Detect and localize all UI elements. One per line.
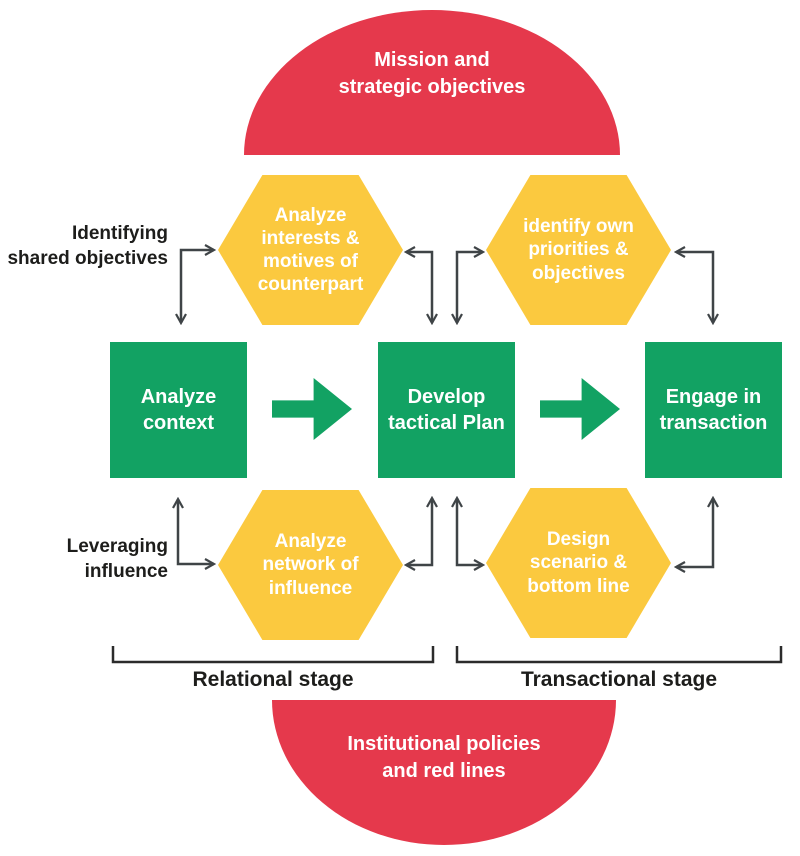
flow-arrow-context-to-plan [272, 378, 352, 440]
connector-hex4-to-plan [457, 498, 483, 565]
connector-hex4-to-transaction [676, 498, 713, 567]
box-develop-plan: Develop tactical Plan [378, 342, 515, 478]
relational-stage-bracket [111, 646, 435, 664]
hexagon-analyze-interests-label: Analyze interests & motives of counterpa… [257, 204, 364, 296]
box-engage-transaction-label: Engage in transaction [659, 386, 768, 434]
box-analyze-context: Analyze context [110, 342, 247, 478]
connector-hex1-to-plan [406, 252, 432, 323]
hexagon-design-scenario: Design scenario & bottom line [486, 488, 671, 638]
label-relational-stage: Relational stage [192, 668, 354, 691]
hexagon-identify-priorities: identify own priorities & objectives [486, 175, 671, 325]
hexagon-analyze-interests: Analyze interests & motives of counterpa… [218, 175, 403, 325]
label-transactional-stage: Transactional stage [520, 668, 718, 691]
institutional-policies-label: Institutional policies and red lines [347, 732, 541, 782]
flow-arrow-plan-to-transaction [540, 378, 620, 440]
connector-hex2-to-transaction [676, 252, 713, 323]
label-identifying-shared-objectives: Identifying shared objectives [7, 223, 168, 269]
hexagon-analyze-network: Analyze network of influence [218, 490, 403, 640]
connector-leveraging-influence [178, 499, 214, 564]
hexagon-analyze-network-label: Analyze network of influence [262, 531, 359, 599]
hexagon-identify-priorities-label: identify own priorities & objectives [523, 216, 634, 284]
mission-banner-label: Mission and strategic objectives [338, 48, 526, 98]
connector-hex2-to-plan [457, 252, 483, 323]
mission-banner: Mission and strategic objectives [244, 10, 620, 155]
box-analyze-context-label: Analyze context [140, 386, 217, 434]
connector-hex3-to-plan [406, 498, 432, 565]
institutional-policies-banner: Institutional policies and red lines [272, 700, 616, 845]
label-leveraging-influence: Leveraging influence [66, 536, 168, 582]
box-develop-plan-label: Develop tactical Plan [388, 386, 505, 434]
hexagon-design-scenario-label: Design scenario & bottom line [527, 529, 630, 597]
box-engage-transaction: Engage in transaction [645, 342, 782, 478]
transactional-stage-bracket [455, 646, 783, 664]
connector-shared-objectives [181, 250, 214, 323]
